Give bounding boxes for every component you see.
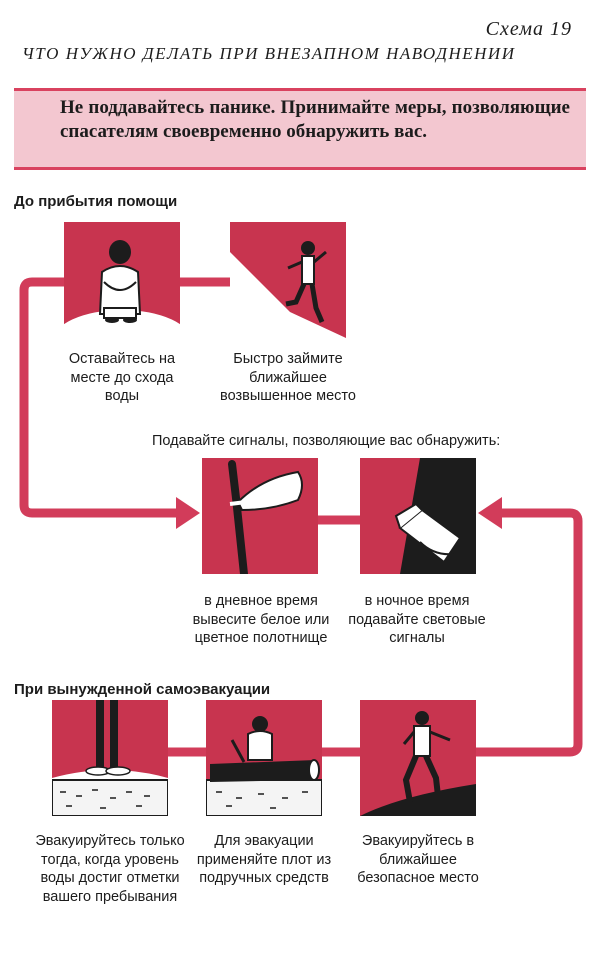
person-on-raft-icon <box>205 700 323 817</box>
scheme-number: Схема 19 <box>485 18 572 40</box>
section-title-self-evac: При вынужденной самоэвакуации <box>14 681 271 698</box>
caption-day-signal: в дневное время вывесите белое или цветн… <box>192 593 330 646</box>
person-climbing-icon <box>230 222 346 338</box>
banner-text: Не поддавайтесь панике. Принимайте меры,… <box>60 97 570 142</box>
caption-raft: Для эвакуации применяйте плот из подручн… <box>196 833 332 886</box>
white-flag-icon <box>202 458 318 578</box>
panel-day-signal <box>202 458 318 578</box>
section-title-before-help: До прибытия помощи <box>14 193 178 210</box>
signals-title: Подавайте сигналы, позволяющие вас обнар… <box>152 433 501 449</box>
panel-walk-safe <box>360 700 476 816</box>
warning-banner: Не поддавайтесь панике. Принимайте меры,… <box>14 88 586 170</box>
flashlight-icon <box>360 458 476 574</box>
person-walking-icon <box>360 700 476 816</box>
panel-night-signal <box>360 458 476 574</box>
panel-stay-in-place <box>52 222 192 374</box>
panel-climb-high <box>230 222 346 338</box>
page-title: ЧТО НУЖНО ДЕЛАТЬ ПРИ ВНЕЗАПНОМ НАВОДНЕНИ… <box>22 44 516 63</box>
person-standing-water-icon <box>51 700 169 817</box>
caption-wait-water-level: Эвакуируйтесь только тогда, когда уровен… <box>35 833 185 905</box>
caption-walk-safe: Эвакуируйтесь в ближайшее безопасное мес… <box>357 833 479 886</box>
person-sitting-icon <box>52 222 192 374</box>
arrow-right-icon <box>176 497 200 529</box>
panel-raft <box>205 700 323 817</box>
caption-night-signal: в ночное время подавайте световые сигнал… <box>348 593 486 646</box>
caption-stay-in-place: Оставайтесь на месте до схода воды <box>68 351 176 404</box>
arrow-left-icon <box>478 497 502 529</box>
caption-climb-high: Быстро займите ближайшее возвышенное мес… <box>220 351 356 404</box>
panel-wait-water-level <box>51 700 169 817</box>
